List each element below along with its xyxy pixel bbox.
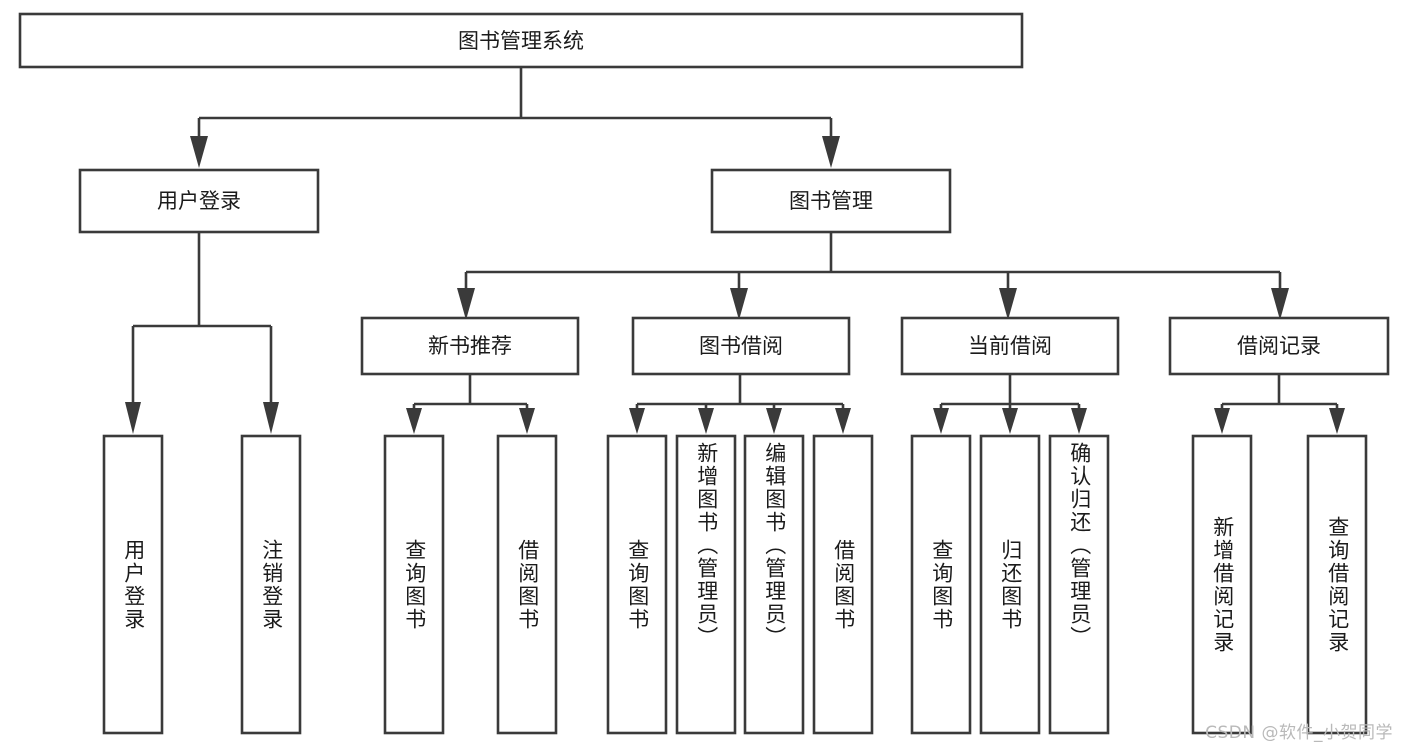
leaf-box-borrow-book-b[interactable]: [812, 434, 874, 735]
node-root-system[interactable]: 图书管理系统: [18, 12, 1024, 69]
arrow-to-book-manage: [822, 136, 840, 168]
arrow-to-current-borrow: [999, 288, 1017, 320]
watermark-text: CSDN @软件_小贺同学: [1205, 723, 1393, 743]
node-new-book-recommend-label: 新书推荐: [428, 334, 512, 358]
leaf-box-query-record[interactable]: [1306, 434, 1368, 735]
arrow-leaf-borrow-book-a: [519, 408, 535, 434]
connectors-userlogin-to-leaves: [125, 232, 279, 434]
node-root-system-label: 图书管理系统: [458, 29, 584, 53]
arrow-leaf-query-record: [1329, 408, 1345, 434]
leaf-box-edit-book[interactable]: [743, 434, 805, 735]
connectors-newbookrec-to-leaves: [406, 374, 535, 434]
leaf-box-user-login[interactable]: [102, 434, 164, 735]
node-borrow-record[interactable]: 借阅记录: [1168, 316, 1390, 376]
node-user-login[interactable]: 用户登录: [78, 168, 320, 234]
arrow-leaf-add-book: [698, 408, 714, 434]
node-new-book-recommend[interactable]: 新书推荐: [360, 316, 580, 376]
connectors-bookborrow-to-leaves: [629, 374, 851, 434]
leaf-box-logout[interactable]: [240, 434, 302, 735]
arrow-to-book-borrow: [730, 288, 748, 320]
arrow-leaf-user-login: [125, 402, 141, 434]
connectors-bookmanage-to-level3: [457, 232, 1289, 320]
node-root-system-box[interactable]: [18, 12, 1024, 69]
leaf-box-add-book[interactable]: [675, 434, 737, 735]
connectors-currentborrow-to-leaves: [933, 374, 1087, 434]
leaf-box-return-book[interactable]: [979, 434, 1041, 735]
leaf-box-query-book-c[interactable]: [910, 434, 972, 735]
arrow-leaf-query-book-c: [933, 408, 949, 434]
node-current-borrow-label: 当前借阅: [968, 334, 1052, 358]
arrow-to-user-login: [190, 136, 208, 168]
node-new-book-recommend-box[interactable]: [360, 316, 580, 376]
arrow-leaf-confirm-return: [1071, 408, 1087, 434]
node-user-login-label: 用户登录: [157, 189, 241, 213]
arrow-leaf-return-book: [1002, 408, 1018, 434]
leaf-box-query-book-a[interactable]: [383, 434, 445, 735]
leaf-box-borrow-book-a[interactable]: [496, 434, 558, 735]
leaf-box-query-book-b[interactable]: [606, 434, 668, 735]
connectors-root-to-level2: [190, 67, 840, 168]
arrow-leaf-edit-book: [766, 408, 782, 434]
connectors-borrowrecord-to-leaves: [1214, 374, 1345, 434]
leaf-box-confirm-return[interactable]: [1048, 434, 1110, 735]
arrow-leaf-logout: [263, 402, 279, 434]
node-current-borrow-box[interactable]: [900, 316, 1120, 376]
arrow-leaf-query-book-a: [406, 408, 422, 434]
node-book-manage-box[interactable]: [710, 168, 952, 234]
node-book-borrow-label: 图书借阅: [699, 334, 783, 358]
arrow-leaf-query-book-b: [629, 408, 645, 434]
node-book-borrow-box[interactable]: [631, 316, 851, 376]
leaf-box-add-record[interactable]: [1191, 434, 1253, 735]
arrow-leaf-borrow-book-b: [835, 408, 851, 434]
node-current-borrow[interactable]: 当前借阅: [900, 316, 1120, 376]
node-book-manage[interactable]: 图书管理: [710, 168, 952, 234]
arrow-leaf-add-record: [1214, 408, 1230, 434]
node-user-login-box[interactable]: [78, 168, 320, 234]
node-book-borrow[interactable]: 图书借阅: [631, 316, 851, 376]
arrow-to-new-book-rec: [457, 288, 475, 320]
node-book-manage-label: 图书管理: [789, 189, 873, 213]
arrow-to-borrow-record: [1271, 288, 1289, 320]
node-borrow-record-label: 借阅记录: [1237, 334, 1321, 358]
node-borrow-record-box[interactable]: [1168, 316, 1390, 376]
